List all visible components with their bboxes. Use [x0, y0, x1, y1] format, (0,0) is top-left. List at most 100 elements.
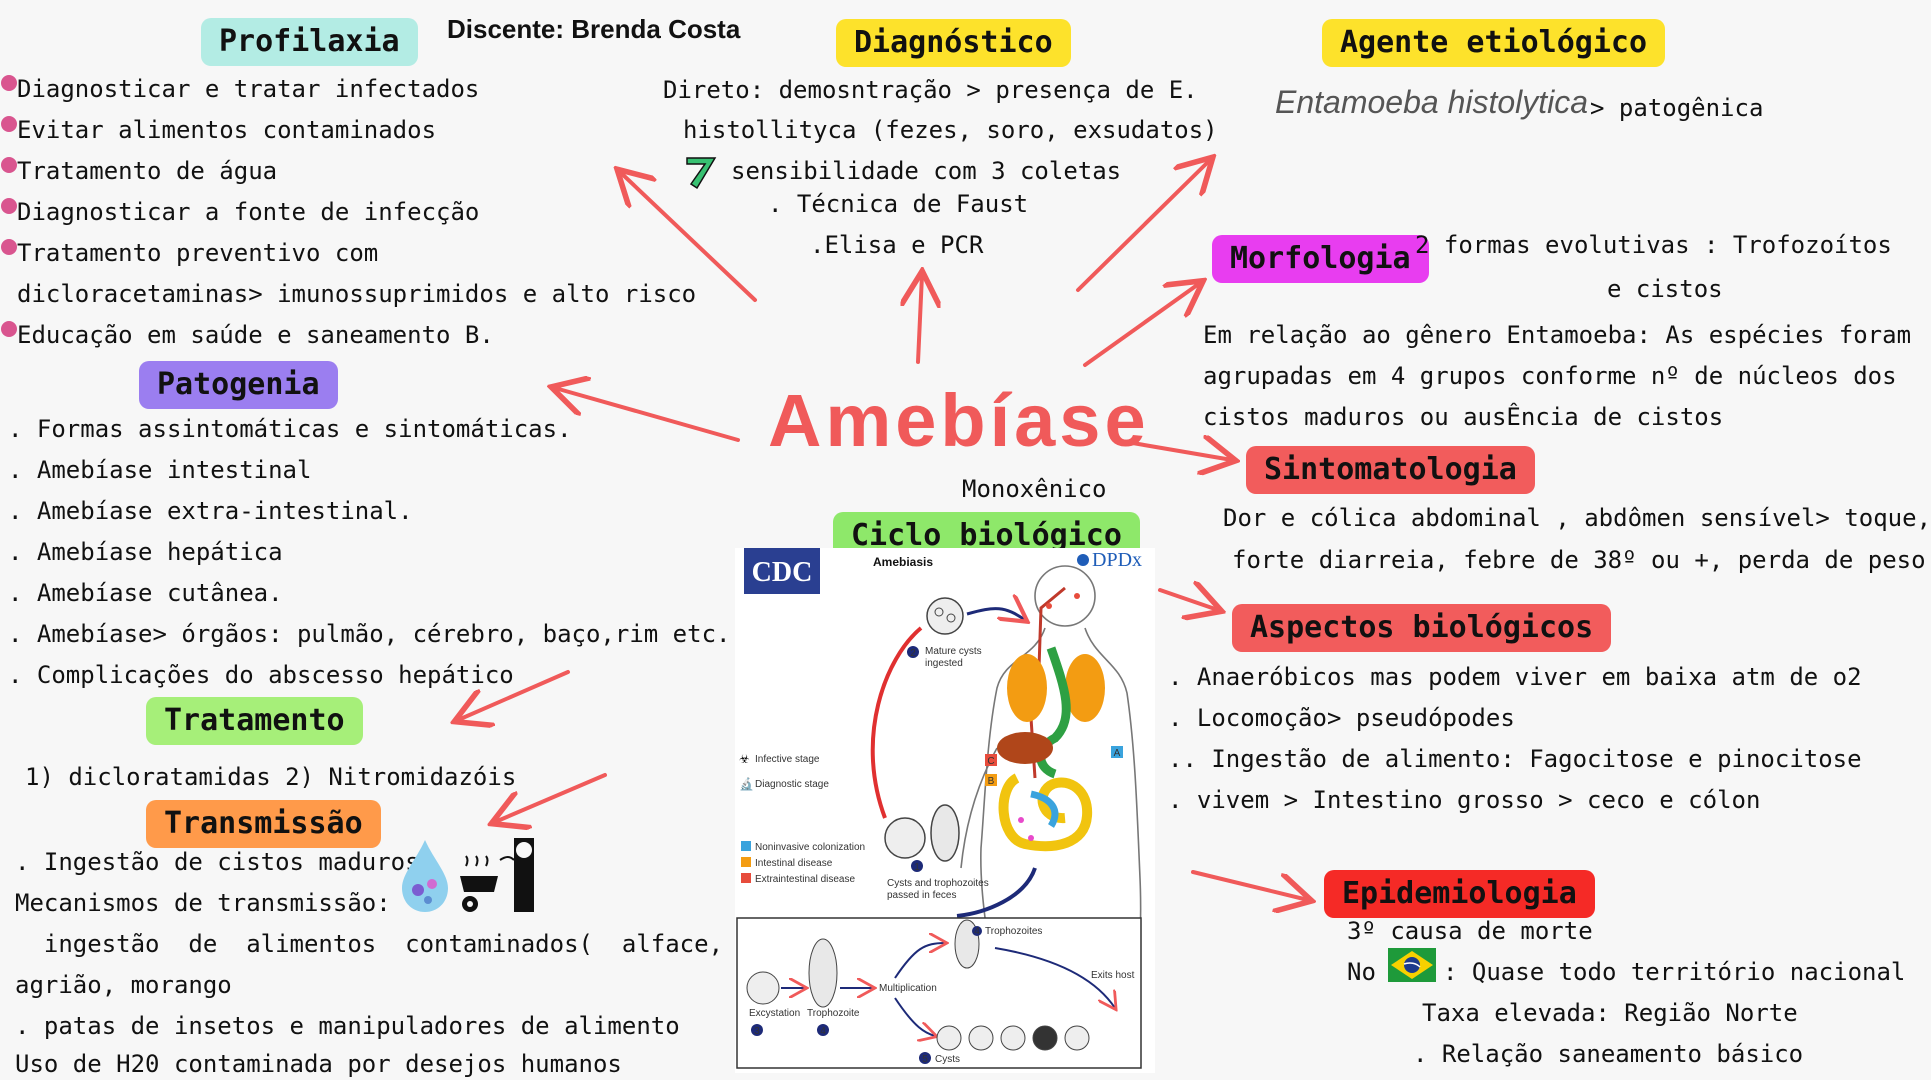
trophozoite-label: Trophozoite — [807, 1008, 860, 1019]
epidemiologia-line: Taxa elevada: Região Norte — [1422, 999, 1798, 1027]
intestine — [998, 773, 1093, 852]
brain-lesion — [1046, 603, 1052, 609]
cyst-stage-icon — [1032, 1025, 1058, 1051]
transmissao-line: . Ingestão de cistos maduros — [15, 848, 420, 876]
morfologia-line: Em relação ao gênero Entamoeba: As espéc… — [1203, 321, 1912, 349]
cycle-blue-arrow — [956, 867, 1037, 918]
sintomatologia-line: Dor e cólica abdominal , abdômen sensíve… — [1223, 504, 1931, 532]
mature-cysts-label: ingested — [925, 658, 963, 669]
svg-text:5: 5 — [922, 1054, 928, 1065]
passed-trophozoite-icon — [930, 804, 960, 862]
diagnostico-line: .Elisa e PCR — [810, 231, 984, 259]
morfologia-line: agrupadas em 4 grupos conforme nº de núc… — [1203, 362, 1897, 390]
bullet-dot — [1, 157, 17, 173]
inset-arrow — [894, 997, 935, 1036]
aspectos-line: .. Ingestão de alimento: Fagocitose e pi… — [1168, 745, 1862, 773]
aspectos-line: . Locomoção> pseudópodes — [1168, 704, 1515, 732]
step-5-badge — [919, 1052, 931, 1064]
profilaxia-item: Diagnosticar a fonte de infecção — [17, 198, 480, 226]
svg-text:4: 4 — [820, 1026, 826, 1037]
arrow-to-tratamento — [458, 670, 570, 720]
bullet-dot — [1, 116, 17, 132]
colon-lesion — [1018, 817, 1024, 823]
svg-text:4: 4 — [974, 926, 980, 937]
stage-b-marker — [985, 774, 997, 786]
colon-lesion — [1028, 835, 1034, 841]
lung-left — [1007, 654, 1047, 722]
diagnostico-line: . Técnica de Faust — [768, 190, 1029, 218]
cysts-label: Cysts — [935, 1054, 960, 1065]
step-1-badge — [911, 860, 923, 872]
cyst-stage-icon — [1064, 1025, 1090, 1051]
cyst-stage-icon — [936, 1025, 962, 1051]
passed-feces-label: Cysts and trophozoites — [887, 878, 989, 889]
svg-text:B: B — [988, 776, 995, 787]
profilaxia-item: Educação em saúde e saneamento B. — [17, 321, 494, 349]
arrow-to-patogenia — [555, 388, 740, 442]
dpdx-logo: DPDx — [1092, 549, 1142, 571]
central-title: Amebíase — [768, 379, 1150, 462]
ingestion-arrow — [966, 609, 1025, 620]
profilaxia-item: dicloracetaminas> imunossuprimidos e alt… — [17, 280, 697, 308]
header-agente-etiologico: Agente etiológico — [1322, 19, 1666, 67]
step-4-badge — [972, 926, 982, 936]
header-morfologia: Morfologia — [1212, 235, 1429, 283]
legend-b-label: Intestinal disease — [755, 858, 833, 869]
agent-species: Entamoeba histolytica — [1275, 84, 1589, 120]
step-2-badge — [907, 646, 919, 658]
epidemiologia-line: . Relação saneamento básico — [1413, 1040, 1804, 1068]
cyst-stage-icon — [968, 1025, 994, 1051]
header-diagnostico: Diagnóstico — [836, 19, 1071, 67]
profilaxia-item: Tratamento de água — [17, 157, 278, 185]
cyst-stage-icon — [1000, 1025, 1026, 1051]
cyst-nucleus — [946, 613, 956, 623]
inset-arrow — [894, 943, 945, 979]
arrow-to-diagnostico — [918, 275, 922, 364]
small-intestine — [1030, 790, 1059, 828]
arrow-to-transmissao — [495, 773, 607, 822]
bullet-dot — [1, 239, 17, 255]
header-epidemiologia: Epidemiologia — [1324, 870, 1595, 918]
diagnostico-line: sensibilidade com 3 coletas — [731, 157, 1122, 185]
passed-cyst-icon — [884, 817, 926, 859]
transmissao-line: . patas de insetos e manipuladores de al… — [15, 1012, 680, 1040]
header-patogenia: Patogenia — [139, 361, 338, 409]
bullet-dot — [1, 321, 17, 337]
profilaxia-item: Evitar alimentos contaminados — [17, 116, 437, 144]
water-drop-icon — [402, 840, 448, 912]
morfologia-line: 2 formas evolutivas : Trofozoítos — [1415, 231, 1892, 259]
svg-text:2: 2 — [910, 648, 916, 659]
cdc-logo — [744, 548, 820, 594]
profilaxia-item: Tratamento preventivo com — [17, 239, 379, 267]
svg-text:1: 1 — [914, 862, 920, 873]
svg-text:C: C — [987, 756, 994, 767]
food-handler-icon — [460, 838, 534, 912]
header-transmissao: Transmissão — [146, 800, 381, 848]
life-cycle-drawing: CDC Amebiasis DPDx C B A — [736, 548, 1142, 1069]
svg-text:A: A — [1114, 748, 1121, 759]
bullet-dot — [1, 198, 17, 214]
cycle-red-arrow — [870, 626, 923, 819]
transmissao-line: ingestão de alimentos contaminados( alfa… — [15, 930, 724, 958]
excysted-trophozoite-icon — [808, 938, 838, 1008]
microscope-icon: 🔬 — [739, 776, 754, 791]
profilaxia-item: Diagnosticar e tratar infectados — [17, 75, 480, 103]
header-sintomatologia: Sintomatologia — [1246, 446, 1535, 494]
dpdx-logo-icon — [1077, 554, 1089, 566]
stage-c-marker — [985, 754, 997, 766]
infective-stage-label: Infective stage — [755, 754, 820, 765]
epidemiologia-line: : Quase todo território nacional — [1443, 958, 1906, 986]
tratamento-line: 1) dicloratamidas 2) Nitromidazóis — [25, 763, 517, 791]
diagnostico-line: histollityca (fezes, soro, exsudatos) — [683, 116, 1218, 144]
brain-lesion — [1074, 593, 1080, 599]
esophagus-stomach — [1036, 646, 1071, 779]
patogenia-item: . Amebíase extra-intestinal. — [8, 497, 413, 525]
epidemiologia-line: No — [1347, 958, 1376, 986]
arrow-to-aspectos — [1158, 590, 1218, 610]
arrow-to-profilaxia — [620, 172, 757, 302]
cdc-logo-text: CDC — [752, 557, 813, 588]
sensitivity-arrow-icon — [686, 157, 717, 190]
legend-b-swatch — [741, 857, 751, 867]
bullet-dot — [1, 75, 17, 91]
